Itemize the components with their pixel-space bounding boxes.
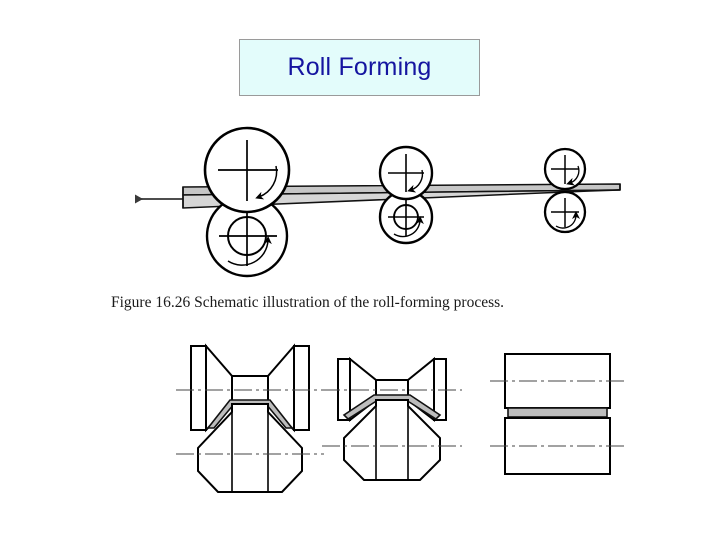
title-box: Roll Forming [239, 39, 480, 96]
pass-3-centerlines [490, 380, 626, 447]
pass-3 [490, 353, 626, 475]
roll-forming-process-schematic [135, 126, 621, 278]
roll-stand-3 [543, 147, 587, 234]
pass-3-sheet [507, 407, 608, 418]
stand-1-top-roll [203, 126, 291, 214]
roll-pass-sequence [176, 343, 626, 493]
pass-1-centerlines [176, 389, 324, 455]
figure-caption: Figure 16.26 Schematic illustration of t… [111, 294, 505, 311]
pass-1-bottom-roll [197, 403, 303, 493]
pass-2 [322, 356, 462, 481]
stand-3-bottom-roll [543, 190, 587, 234]
pass-2-bottom-roll [343, 399, 441, 481]
pass-1 [176, 343, 324, 493]
stand-2-bottom-roll [378, 189, 434, 245]
roll-stand-1 [203, 126, 291, 278]
stand-3-top-roll [543, 147, 587, 191]
page-title: Roll Forming [287, 53, 432, 81]
pass-2-centerlines [322, 389, 462, 447]
stand-2-top-roll [378, 145, 434, 201]
roll-stand-2 [378, 145, 434, 245]
